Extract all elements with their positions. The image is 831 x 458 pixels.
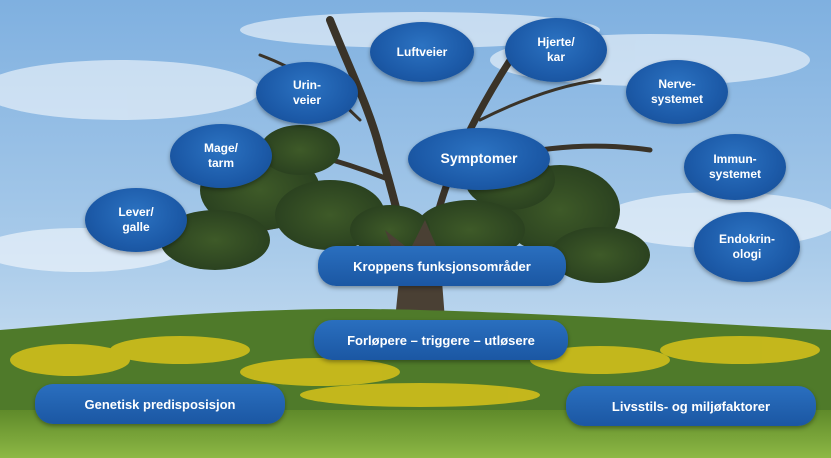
node-mage-tarm: Mage/ tarm bbox=[170, 124, 272, 188]
node-nervesystemet: Nerve- systemet bbox=[626, 60, 728, 124]
node-immunsystemet: Immun- systemet bbox=[684, 134, 786, 200]
bar-livsstils-og-miljofaktorer: Livsstils- og miljøfaktorer bbox=[566, 386, 816, 426]
node-luftveier: Luftveier bbox=[370, 22, 474, 82]
bar-kroppens-funksjonsomrader: Kroppens funksjonsområder bbox=[318, 246, 566, 286]
node-lever-galle: Lever/ galle bbox=[85, 188, 187, 252]
node-symptomer: Symptomer bbox=[408, 128, 550, 190]
bar-genetisk-predisposisjon: Genetisk predisposisjon bbox=[35, 384, 285, 424]
bar-forlopere-triggere-utlosere: Forløpere – triggere – utløsere bbox=[314, 320, 568, 360]
node-endokrinologi: Endokrin- ologi bbox=[694, 212, 800, 282]
node-urinveier: Urin- veier bbox=[256, 62, 358, 124]
yellow-flowers bbox=[10, 333, 820, 407]
node-hjerte-kar: Hjerte/ kar bbox=[505, 18, 607, 82]
